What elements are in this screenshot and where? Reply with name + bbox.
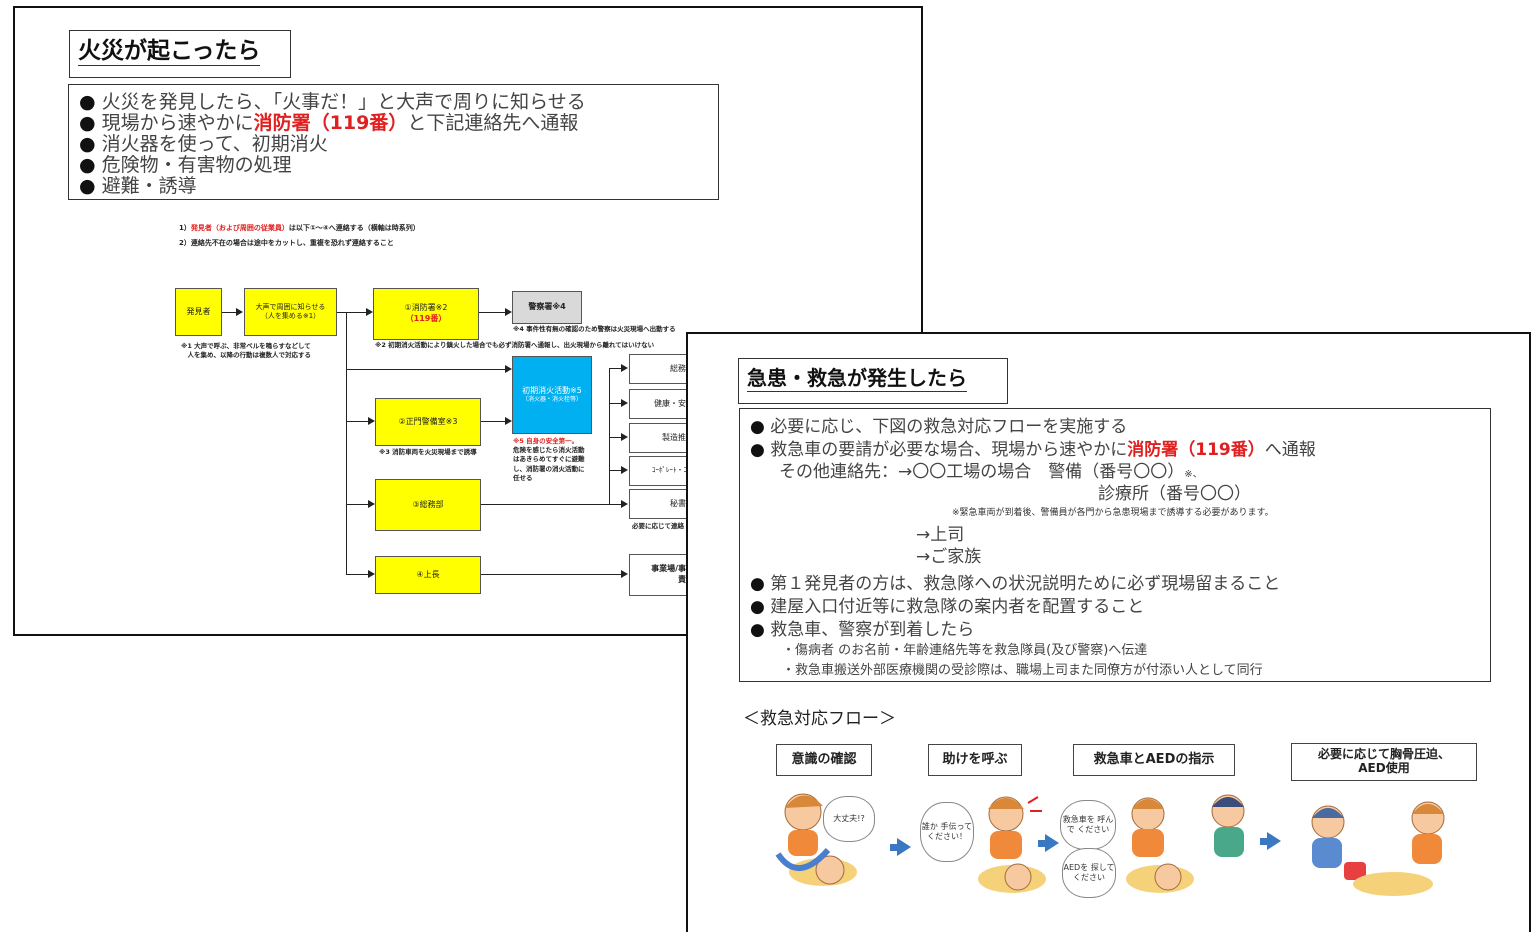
contact-line: →上司 <box>916 525 965 545</box>
connector-line <box>337 312 367 314</box>
connector-line <box>481 504 621 506</box>
contact-line: その他連絡先：→〇〇工場の場合 警備（番号〇〇）※、 <box>779 462 1203 482</box>
fire-bullet: ● 消火器を使って、初期消火 <box>79 133 328 155</box>
emergency-title-box: 急患・救急が発生したら <box>738 358 1008 404</box>
bubble-help-me: 誰か 手伝って ください！ <box>920 802 974 862</box>
illustration-cpr-aed <box>1311 801 1445 896</box>
flow-arrow-shaft <box>890 844 898 851</box>
fire-bullet-box: ● 火災を発見したら、「火事だ！」と大声で周りに知らせる ● 現場から速やかに消… <box>68 84 719 200</box>
connector-line <box>609 470 622 472</box>
connector-line <box>346 421 369 423</box>
bubble-are-you-ok: 大丈夫!? <box>823 796 875 842</box>
flow-shout: 大声で周囲に知らせる （人を集める※1） <box>244 288 337 336</box>
connector-arrow <box>505 417 512 425</box>
connector-line <box>481 574 621 576</box>
flow-note-initial: 危険を感じたら消火活動 はあきらめてすぐに避難 し、消防署の消火活動に 任せる <box>513 446 585 483</box>
flow-police: 警察署※4 <box>512 291 582 324</box>
fire-title: 火災が起こったら <box>78 38 261 66</box>
flow-fire-dept: ①消防署※2 （119番） <box>373 288 479 340</box>
connector-arrow <box>621 500 628 508</box>
step-consciousness: 意識の確認 <box>776 744 872 776</box>
emergency-sub: ・傷病者 のお名前・年齢連絡先等を救急隊員(及び警察)へ伝達 <box>782 643 1148 658</box>
connector-arrow <box>368 417 375 425</box>
connector-line <box>346 504 369 506</box>
flow-gate: ②正門警備室※3 <box>375 398 481 446</box>
step-cpr-aed: 必要に応じて胸骨圧迫、 AED使用 <box>1291 743 1477 781</box>
flow-note-fire: ※2 初期消火活動により鎮火した場合でも必ず消防署へ通報し、出火現場から離れては… <box>375 341 655 349</box>
flow-arrow-shaft <box>1038 840 1046 847</box>
flow-initial-extinguish: 初期消火活動※5 （消火器・消火栓等） <box>512 356 592 434</box>
flow-title: ＜救急対応フロー＞ <box>743 709 896 729</box>
connector-arrow <box>505 308 512 316</box>
flow-arrow <box>1045 834 1059 852</box>
flow-note-initial-red: ※5 自身の安全第一。 <box>513 437 579 445</box>
flow-note-police: ※4 事件性有無の確認のため警察は火災現場へ出動する <box>513 325 676 333</box>
flow-arrow-shaft <box>1260 838 1268 845</box>
illustration-call-help <box>978 796 1046 893</box>
connector-line <box>609 368 611 504</box>
flow-arrow <box>897 838 911 856</box>
bubble-find-aed: AEDを 探して ください <box>1062 848 1116 898</box>
connector-arrow <box>368 500 375 508</box>
illustration-instruct <box>1126 794 1245 893</box>
fire-slide: 火災が起こったら ● 火災を発見したら、「火事だ！」と大声で周りに知らせる ● … <box>13 6 923 636</box>
emergency-bullet: ● 救急車の要請が必要な場合、現場から速やかに消防署（119番）へ通報 <box>750 440 1316 460</box>
connector-arrow <box>368 570 375 578</box>
connector-line <box>481 421 506 423</box>
flow-note-shout: ※1 大声で呼ぶ、非常ベルを鳴らすなどして 人を集め、以降の行動は複数人で対応す… <box>181 342 311 360</box>
flow-note-gate: ※3 消防車両を火災現場まで誘導 <box>379 448 477 456</box>
flow-boss: ④上長 <box>375 556 481 594</box>
emergency-sub: ・救急車搬送外部医療機関の受診際は、職場上司また同僚方が付添い人として同行 <box>782 663 1263 678</box>
fire-bullet: ● 危険物・有害物の処理 <box>79 154 292 176</box>
contact-line: 診療所（番号〇〇） <box>1098 484 1251 504</box>
illustration-check-consciousness <box>775 793 857 886</box>
contact-note: ※緊急車両が到着後、警備員が各門から急患現場まで誘導する必要があります。 <box>952 508 1274 518</box>
fire-title-box: 火災が起こったら <box>69 30 291 78</box>
connector-arrow <box>236 308 243 316</box>
connector-arrow <box>621 466 628 474</box>
flow-arrow <box>1267 832 1281 850</box>
connector-arrow <box>366 308 373 316</box>
emergency-bullet: ● 建屋入口付近等に救急隊の案内者を配置すること <box>750 597 1145 617</box>
emergency-bullet: ● 必要に応じ、下図の救急対応フローを実施する <box>750 417 1128 437</box>
emergency-bullet: ● 救急車、警察が到着したら <box>750 620 975 640</box>
fire-note-2: 2）連絡先不在の場合は途中をカットし、重複を恐れず連絡すること <box>179 239 394 247</box>
connector-line <box>609 403 622 405</box>
flow-general: ③総務部 <box>375 479 481 531</box>
fire-note-1: 1）発見者（および周囲の従業員）は以下①～④へ連絡する（横軸は時系列） <box>179 224 420 232</box>
step-ambulance-aed: 救急車とAEDの指示 <box>1073 744 1235 776</box>
connector-line <box>346 312 348 574</box>
step-call-help: 助けを呼ぶ <box>928 744 1022 776</box>
emergency-bullet: ● 第１発見者の方は、救急隊への状況説明ために必ず現場留まること <box>750 574 1281 594</box>
contact-line: →ご家族 <box>916 547 982 567</box>
fire-bullet: ● 現場から速やかに消防署（119番）と下記連絡先へ通報 <box>79 112 579 134</box>
connector-line <box>609 368 622 370</box>
connector-line <box>222 312 237 314</box>
connector-arrow <box>621 364 628 372</box>
connector-arrow <box>621 399 628 407</box>
connector-line <box>479 312 506 314</box>
emergency-title: 急患・救急が発生したら <box>747 366 967 392</box>
connector-line <box>609 437 622 439</box>
emergency-slide: 急患・救急が発生したら ● 必要に応じ、下図の救急対応フローを実施する ● 救急… <box>686 332 1531 932</box>
connector-arrow <box>505 365 512 373</box>
connector-arrow <box>621 433 628 441</box>
connector-line <box>346 574 369 576</box>
fire-bullet: ● 避難・誘導 <box>79 175 197 197</box>
flow-note-right: 必要に応じて連絡 <box>632 522 684 530</box>
fire-bullet: ● 火災を発見したら、「火事だ！」と大声で周りに知らせる <box>79 91 586 113</box>
flow-discoverer: 発見者 <box>175 288 222 336</box>
connector-arrow <box>621 570 628 578</box>
bubble-call-ambulance: 救急車を 呼んで ください <box>1060 800 1116 850</box>
connector-line <box>346 369 506 371</box>
emergency-bullet-box: ● 必要に応じ、下図の救急対応フローを実施する ● 救急車の要請が必要な場合、現… <box>739 408 1491 682</box>
